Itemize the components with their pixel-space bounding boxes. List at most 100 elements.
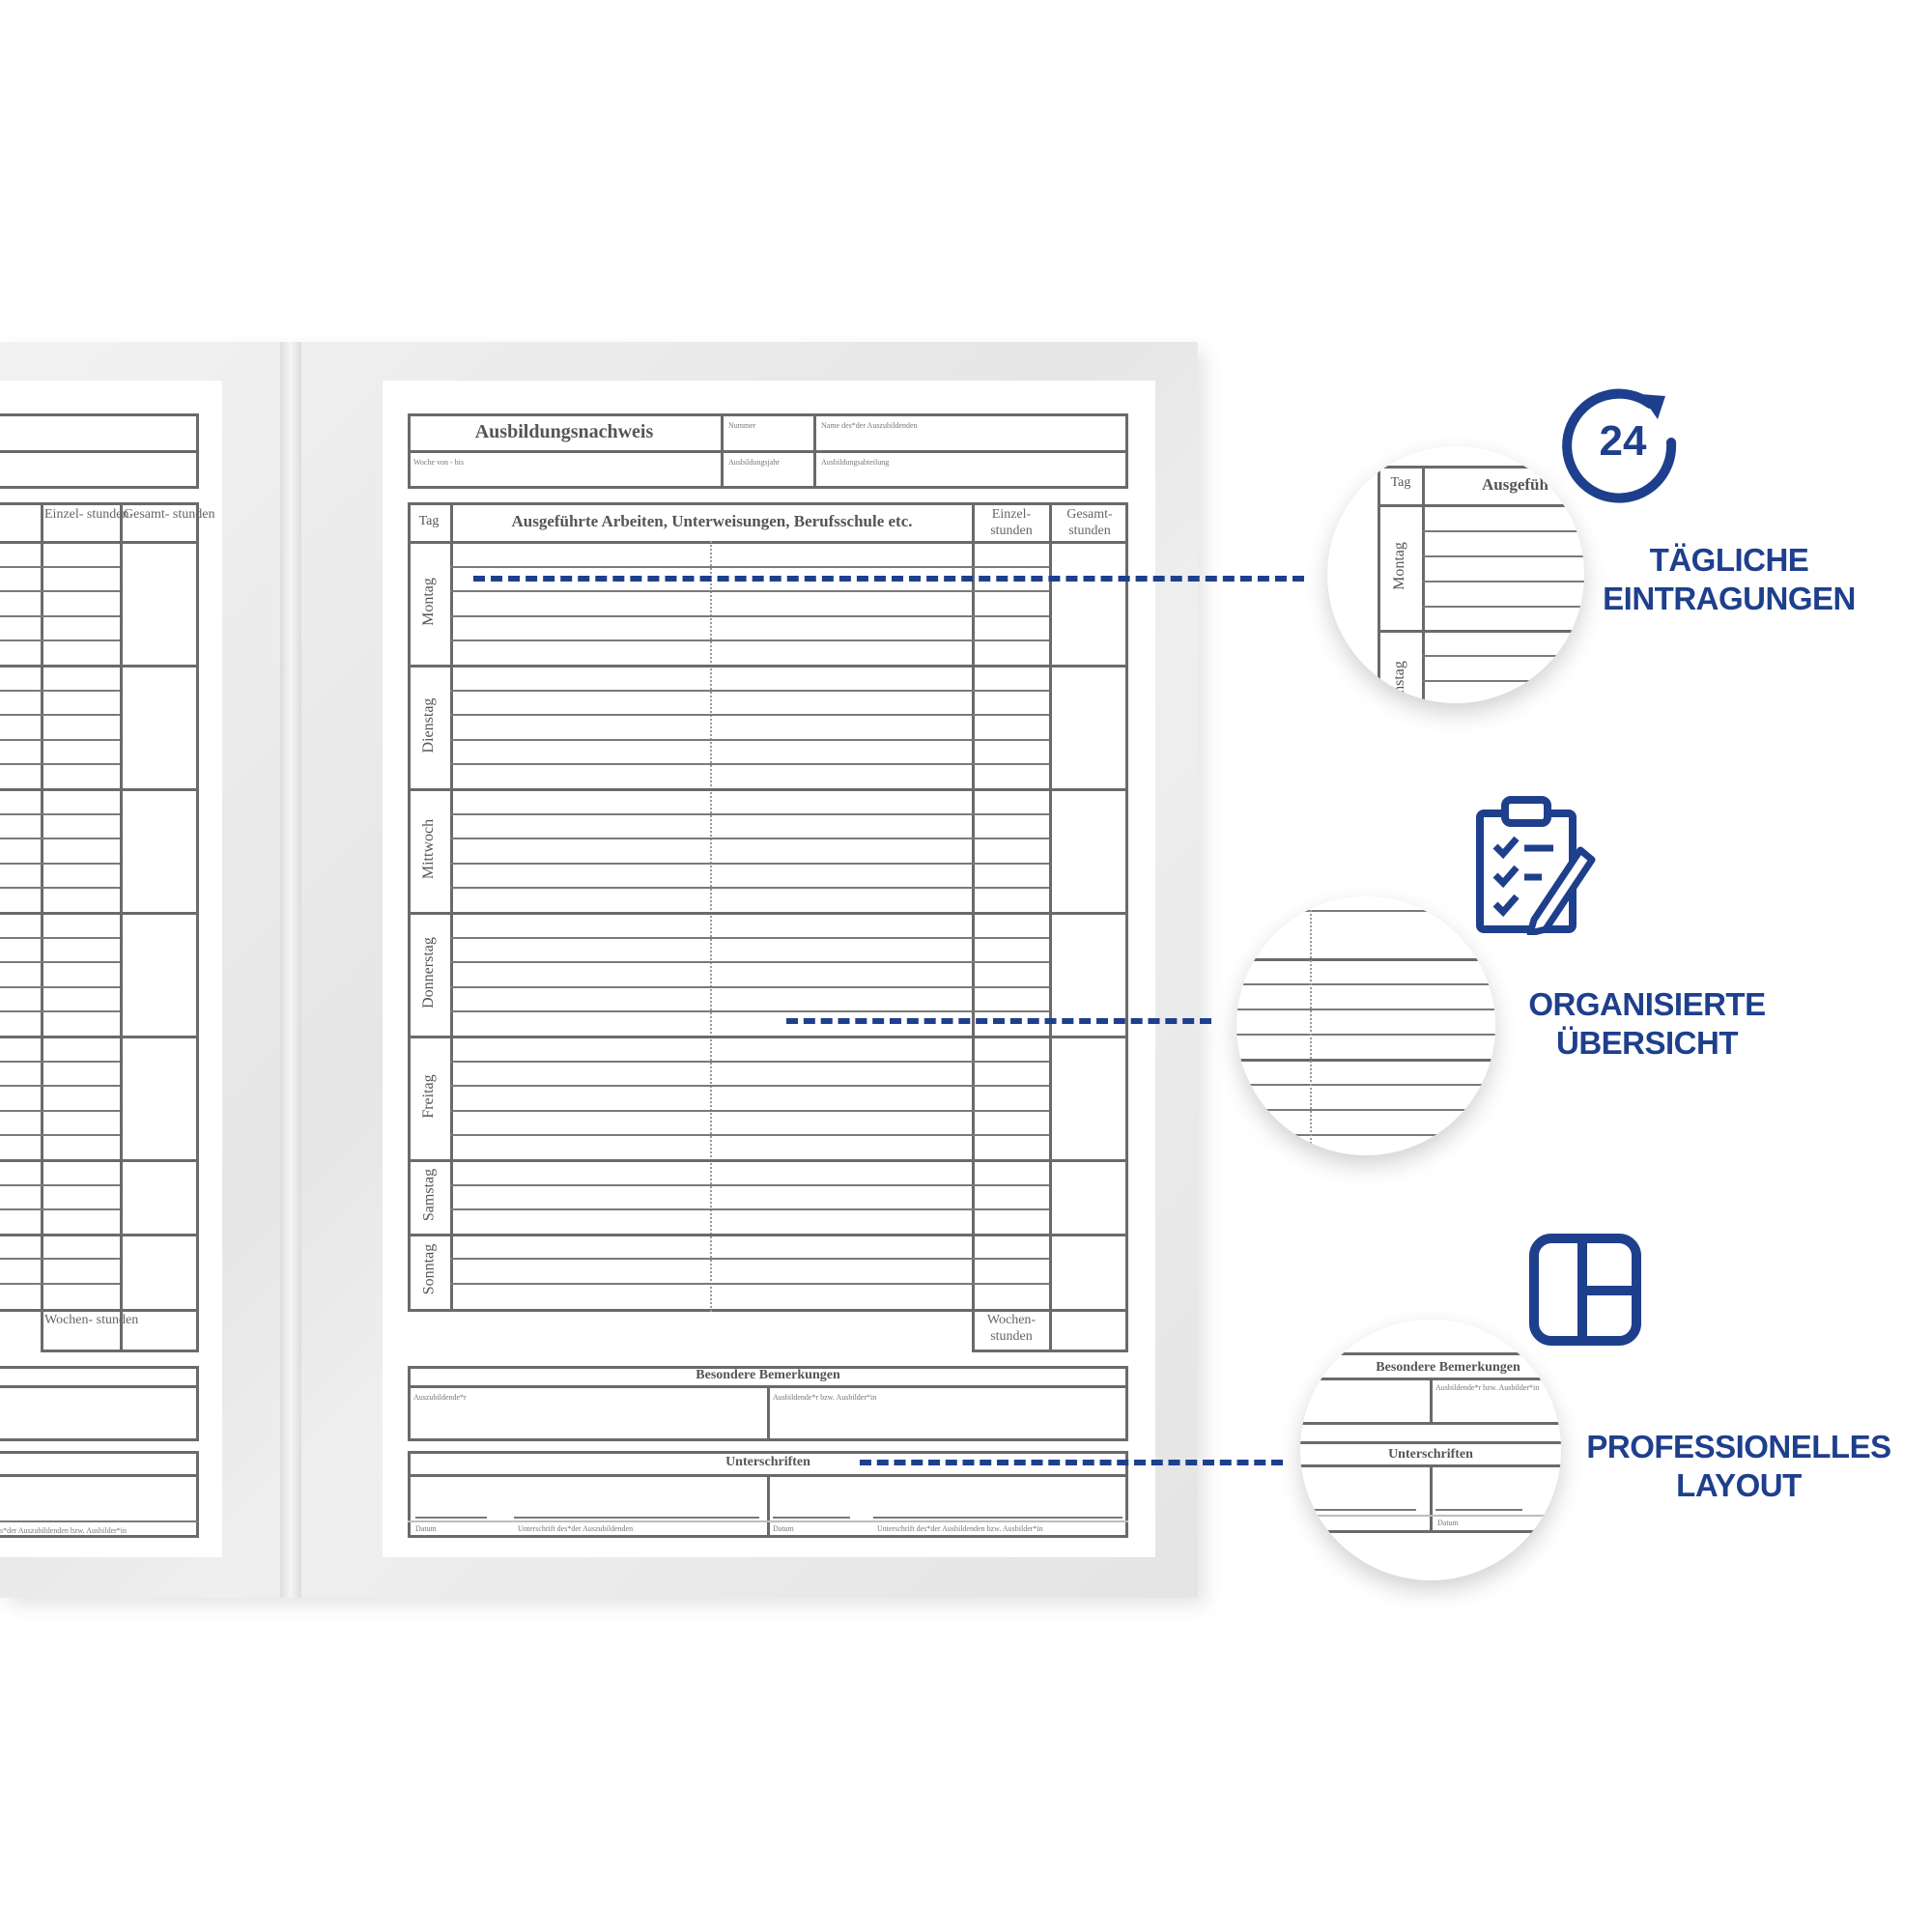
left-wochen-box [41, 1309, 199, 1352]
left-row-line [0, 1109, 120, 1112]
left-row-line [0, 1183, 120, 1186]
row-line [450, 1010, 1049, 1013]
day-label-freitag: Freitag [420, 1074, 437, 1119]
left-row-line [0, 812, 120, 815]
row-line [450, 614, 1049, 617]
left-day-separator [0, 665, 199, 668]
left-row-line [0, 838, 120, 840]
zoom-layout: Besondere Bemerkungen Ausbildende*r bzw.… [1300, 1320, 1561, 1580]
row-line [450, 565, 1049, 568]
left-day-separator [0, 788, 199, 791]
connector-overview [786, 1018, 1211, 1024]
left-row-line [0, 1010, 120, 1013]
connector-layout [860, 1460, 1283, 1465]
gesamt-header: Gesamt- stunden [1066, 507, 1113, 538]
daily-table [408, 502, 1128, 1312]
row-line [450, 639, 1049, 642]
left-sig-label: s*der Auszubildenden bzw. Ausbilder*in [0, 1526, 128, 1535]
left-einzel-label: Einzel- stunden [44, 507, 129, 522]
form-title: Ausbildungsnachweis [474, 421, 654, 442]
left-row-line [0, 614, 120, 617]
zoom-ausgef: Ausgefüh [1482, 475, 1548, 494]
feature-professional-layout: PROFESSIONELLES LAYOUT [1586, 1429, 1891, 1503]
row-line [450, 1134, 1049, 1137]
remarks-title: Besondere Bemerkungen [696, 1368, 840, 1382]
row-line [450, 714, 1049, 717]
row-line [450, 689, 1049, 692]
left-row-line [0, 590, 120, 593]
row-line [450, 1060, 1049, 1063]
row-line [450, 936, 1049, 939]
feature-organized-overview: ORGANISIERTE ÜBERSICHT [1528, 986, 1766, 1061]
left-row-line [0, 887, 120, 890]
azubi-label: Auszubildende*r [413, 1393, 467, 1402]
left-row-line [0, 1283, 120, 1285]
left-signature-box [0, 1451, 199, 1538]
row-line [450, 1208, 1049, 1211]
left-day-separator [0, 912, 199, 915]
left-row-line [0, 565, 120, 568]
day-label-donnerstag: Donnerstag [420, 937, 437, 1009]
zoom-stag: nstag [1391, 661, 1407, 694]
zoom-datum: Datum [1437, 1519, 1459, 1527]
row-line [450, 1283, 1049, 1285]
day-separator [408, 788, 1128, 791]
datum-label-2: Datum [773, 1524, 794, 1533]
left-row-line [0, 985, 120, 988]
zoom-bemerk: Besondere Bemerkungen [1376, 1360, 1520, 1375]
name-label: Name des*der Auszubildenden [821, 421, 918, 430]
left-row-line [0, 961, 120, 964]
left-row-line [0, 1208, 120, 1211]
nummer-label: Nummer [728, 421, 756, 430]
day-separator [408, 1036, 1128, 1038]
clipboard-checklist-icon [1472, 792, 1596, 937]
jahr-label: Ausbildungsjahr [728, 458, 780, 467]
sig-ausbilder-label: Unterschrift des*der Ausbildenden bzw. A… [877, 1524, 1043, 1533]
zoom-ausb: Ausbildende*r bzw. Ausbilder*in [1435, 1383, 1540, 1392]
row-line [450, 862, 1049, 865]
sig-azubi-label: Unterschrift des*der Auszubildenden [518, 1524, 634, 1533]
einzel-header: Einzel- stunden [990, 507, 1033, 538]
day-label-mittwoch: Mittwoch [420, 818, 437, 880]
left-row-line [0, 1085, 120, 1088]
row-line [450, 985, 1049, 988]
left-row-line [0, 714, 120, 717]
row-line [450, 887, 1049, 890]
signatures-title: Unterschriften [725, 1455, 810, 1469]
zoom-montag: Montag [1391, 542, 1407, 590]
woche-label: Woche von - bis [413, 458, 465, 467]
left-remarks-box [0, 1366, 199, 1441]
connector-daily [473, 576, 1304, 582]
left-sheet: Einzel- stunden Gesamt- stunden Wochen- … [0, 381, 222, 1557]
folder-spine [280, 342, 301, 1598]
day-label-montag: Montag [420, 578, 437, 626]
left-row-line [0, 689, 120, 692]
icon-24-text: 24 [1599, 417, 1647, 465]
left-table [0, 502, 199, 1312]
row-line [450, 763, 1049, 766]
ausbilder-label: Ausbildende*r bzw. Ausbilder*in [773, 1393, 877, 1402]
left-row-line [0, 1060, 120, 1063]
row-line [450, 738, 1049, 741]
left-day-separator [0, 1036, 199, 1038]
row-line [450, 1183, 1049, 1186]
left-row-line [0, 1258, 120, 1261]
zoom-tag: Tag [1390, 475, 1411, 490]
day-separator [408, 1233, 1128, 1236]
clock-24-icon: 24 [1557, 383, 1689, 514]
zoom-overview [1236, 896, 1495, 1155]
day-label-samstag: Samstag [419, 1169, 437, 1222]
abteilung-label: Ausbildungsabteilung [821, 458, 890, 467]
left-row-line [0, 763, 120, 766]
row-line [450, 812, 1049, 815]
day-separator [408, 912, 1128, 915]
wochen-label: Wochen- stunden [986, 1313, 1037, 1344]
arbeiten-header: Ausgeführte Arbeiten, Unterweisungen, Be… [511, 512, 913, 530]
row-line [450, 1258, 1049, 1261]
left-row-line [0, 936, 120, 939]
left-row-line [0, 862, 120, 865]
day-label-sonntag: Sonntag [419, 1243, 437, 1295]
day-label-dienstag: Dienstag [420, 697, 437, 753]
left-row-line [0, 1134, 120, 1137]
row-line [450, 590, 1049, 593]
